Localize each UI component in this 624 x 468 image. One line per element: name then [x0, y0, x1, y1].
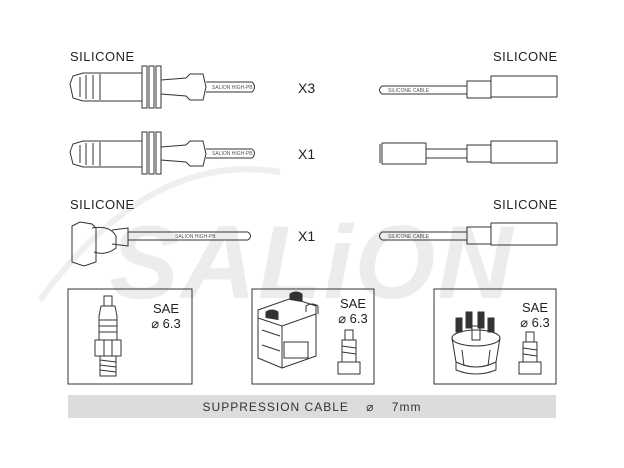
cable-print-row3-right: SILICONE CABLE [388, 234, 430, 240]
silicone-label-mid-right: SILICONE [493, 197, 558, 212]
sae-size: ⌀ 6.3 [151, 316, 181, 331]
coil-sae-label: SAE ⌀ 6.3 [331, 296, 375, 326]
spark-plug-icon [94, 295, 122, 377]
suppression-cable-caption: SUPPRESSION CABLE ⌀ 7mm [68, 395, 556, 418]
sae-size: ⌀ 6.3 [520, 315, 550, 330]
quantity-row-3: X1 [298, 228, 316, 244]
cable-print-row2-left: SALION HIGH-PB [212, 151, 253, 157]
sae-text: SAE [152, 301, 179, 316]
ignition-coil-icon [257, 291, 361, 375]
silicone-label-top-right: SILICONE [493, 49, 558, 64]
cable-print-row1-right: SILICONE CABLE [388, 88, 430, 94]
straight-plug-boot-row1 [69, 65, 255, 109]
brand-watermark: SALiON [110, 205, 515, 321]
distributor-box [433, 288, 557, 385]
cable-print-row1-left: SALION HIGH-PB [212, 85, 253, 91]
spark-plug-box [67, 288, 193, 385]
silicone-label-top-left: SILICONE [70, 49, 135, 64]
sae-size: ⌀ 6.3 [338, 311, 368, 326]
sae-text: SAE [521, 300, 548, 315]
silicone-label-mid-left: SILICONE [70, 197, 135, 212]
quantity-row-1: X3 [298, 80, 316, 96]
watermark-swoosh [37, 166, 281, 302]
quantity-row-2: X1 [298, 146, 316, 162]
double-terminal-row2 [379, 140, 558, 165]
straight-plug-boot-row2 [69, 131, 255, 175]
coil-box [251, 288, 375, 385]
spark-plug-sae-label: SAE ⌀ 6.3 [144, 301, 188, 331]
distributor-cap-icon [451, 311, 542, 375]
sae-text: SAE [339, 296, 366, 311]
distributor-sae-label: SAE ⌀ 6.3 [513, 300, 557, 330]
cable-print-row3-left: SALION HIGH-PB [175, 234, 216, 240]
straight-terminal-row1 [379, 75, 558, 99]
straight-terminal-row3 [379, 222, 558, 246]
angled-plug-boot-row3 [71, 221, 251, 267]
